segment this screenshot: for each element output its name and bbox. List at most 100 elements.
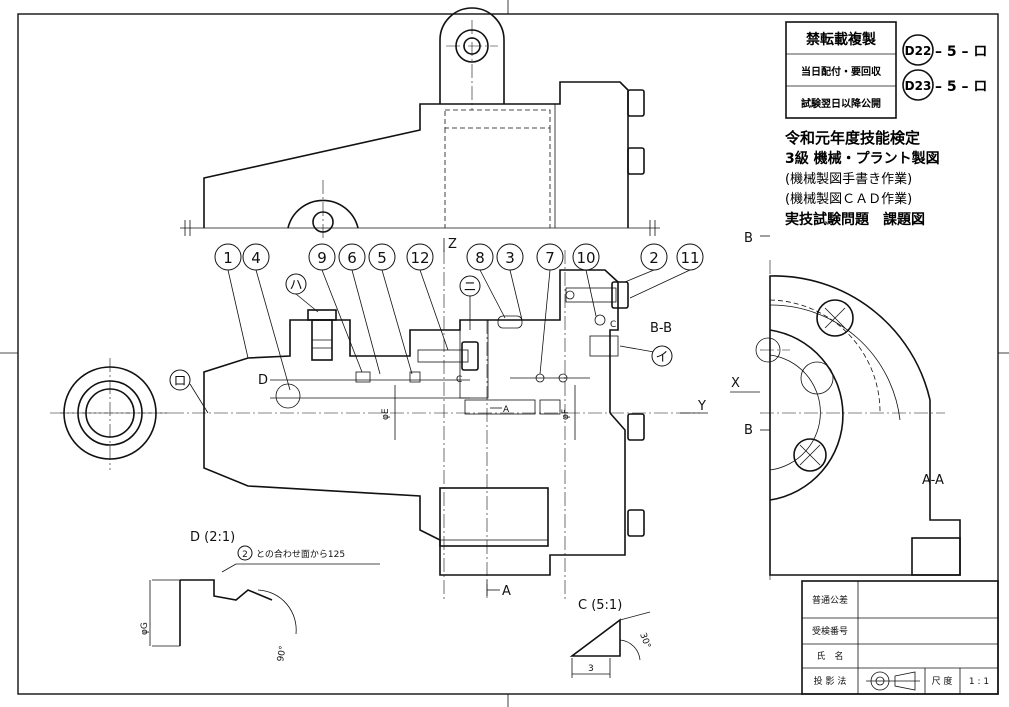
- marker-i: イ: [651, 345, 673, 367]
- balloon-10: 10: [572, 243, 600, 271]
- svg-text:7: 7: [545, 249, 555, 267]
- balloon-4: 4: [242, 243, 270, 271]
- bolt-top: [627, 89, 645, 117]
- label-y: Y: [697, 399, 706, 414]
- label-bb-section: B-B: [650, 321, 672, 336]
- svg-text:ロ: ロ: [173, 374, 186, 389]
- detail-d-title: D (2:1): [190, 530, 235, 545]
- detail-d-phi-g: φG: [140, 622, 150, 635]
- detail-c-angle: 30°: [637, 632, 652, 650]
- tb-row-1-label: 普通公差: [812, 594, 848, 606]
- dim-phi-f: φF: [561, 409, 571, 420]
- label-c-mark-2: C: [610, 320, 616, 330]
- balloon-6: 6: [338, 243, 366, 271]
- label-bb-bottom: B: [744, 423, 753, 438]
- detail-c-dim: 3: [588, 664, 594, 674]
- code-d22-circle: D22: [905, 44, 932, 58]
- tb-row-2-label: 受検番号: [812, 625, 848, 637]
- svg-text:ハ: ハ: [289, 278, 302, 293]
- title-block: 普通公差 受検番号 氏 名 投 影 法 尺 度 1 : 1: [801, 580, 999, 695]
- svg-text:10: 10: [576, 249, 595, 267]
- label-z: Z: [448, 237, 457, 252]
- code-d23-suffix: – 5 – ロ: [935, 79, 987, 95]
- label-x: X: [731, 376, 740, 391]
- detail-d-note: との合わせ面から125: [256, 548, 345, 560]
- balloon-8: 8: [466, 243, 494, 271]
- svg-text:5: 5: [377, 249, 387, 267]
- detail-c-title: C (5:1): [578, 598, 622, 613]
- knob-cap: [307, 309, 337, 321]
- lower-block: [439, 487, 549, 547]
- stamp-row-2: 当日配付・要回収: [801, 65, 882, 78]
- balloon-5: 5: [368, 243, 396, 271]
- detail-c: C (5:1) 30° 3: [569, 598, 652, 678]
- code-d23-circle: D23: [905, 79, 932, 93]
- top-ear: [439, 7, 505, 104]
- section-aa-foot: [911, 537, 961, 576]
- leader-lines: [189, 269, 691, 414]
- label-d-mark: D: [258, 373, 268, 388]
- svg-text:1: 1: [223, 249, 233, 267]
- svg-text:2: 2: [649, 249, 659, 267]
- title-line-4: (機械製図ＣＡＤ作業): [785, 191, 912, 207]
- stamp-box: 禁転載複製 当日配付・要回収 試験翌日以降公開: [785, 21, 897, 119]
- bolt-lower: [627, 413, 645, 441]
- section-aa-bolt-hole-bottom: [793, 438, 827, 472]
- balloon-9: 9: [308, 243, 336, 271]
- svg-text:イ: イ: [655, 350, 668, 365]
- svg-text:6: 6: [347, 249, 357, 267]
- detail-d-note-circle: [237, 545, 253, 561]
- balloon-1: 1: [214, 243, 242, 271]
- section-aa-view: B B X A-A: [730, 231, 961, 580]
- marker-ha: ハ: [285, 273, 307, 295]
- marker-ni: ニ: [459, 275, 481, 297]
- code-d22: D22 – 5 – ロ: [902, 34, 987, 66]
- shaft-section-upper: [203, 269, 619, 413]
- balloon-11: 11: [676, 243, 704, 271]
- marker-ro: ロ: [169, 369, 191, 391]
- label-a-top: A: [503, 405, 510, 415]
- svg-text:8: 8: [475, 249, 485, 267]
- section-aa-hole-mid: [800, 361, 834, 395]
- title-line-2: 3級 機械・プラント製図: [785, 150, 940, 167]
- svg-text:12: 12: [410, 249, 429, 267]
- exam-title: 令和元年度技能検定 3級 機械・プラント製図 (機械製図手書き作業) (機械製図…: [785, 129, 940, 228]
- svg-text:9: 9: [317, 249, 327, 267]
- key-slot: [497, 315, 523, 329]
- stamp-row-3: 試験翌日以降公開: [801, 97, 881, 110]
- svg-text:11: 11: [680, 249, 699, 267]
- dim-phi-e: φE: [381, 408, 391, 420]
- detail-d: D (2:1) 2 との合わせ面から125 φG 90°: [140, 530, 380, 663]
- code-d23: D23 – 5 – ロ: [902, 69, 987, 101]
- title-line-3: (機械製図手書き作業): [785, 171, 912, 187]
- upper-bracket: [203, 81, 629, 228]
- svg-text:3: 3: [505, 249, 515, 267]
- tb-scale-label: 尺 度: [932, 675, 953, 687]
- balloon-3: 3: [496, 243, 524, 271]
- svg-text:2: 2: [242, 550, 248, 560]
- shaft-section-lower: [203, 412, 626, 576]
- balloon-12: 12: [406, 243, 434, 271]
- balloon-2: 2: [640, 243, 668, 271]
- label-c-mark-1: C: [456, 375, 462, 385]
- label-a-bottom: A: [502, 584, 511, 599]
- bolt-mid: [627, 147, 645, 175]
- bolt-bottom: [627, 509, 645, 537]
- svg-text:4: 4: [251, 249, 261, 267]
- view-labels: Z Y D C C B-B A A: [258, 237, 708, 599]
- tb-projection-label: 投 影 法: [814, 675, 847, 687]
- tb-row-3-label: 氏 名: [816, 650, 843, 662]
- title-line-1: 令和元年度技能検定: [785, 129, 920, 147]
- title-line-5: 実技試験問題 課題図: [785, 211, 925, 228]
- detail-d-angle: 90°: [276, 645, 289, 662]
- code-d22-suffix: – 5 – ロ: [935, 44, 987, 60]
- label-bb-top: B: [744, 231, 753, 246]
- tb-scale-value: 1 : 1: [969, 677, 989, 687]
- flange-inner: [459, 319, 489, 399]
- section-aa-body: [769, 275, 961, 576]
- balloon-7: 7: [536, 243, 564, 271]
- balloons: 1 4 9 6 5 12 8 3 7 10 2 11 ハ ロ ニ イ: [169, 243, 704, 391]
- label-aa-section: A-A: [922, 473, 944, 488]
- third-angle-projection-icon: [866, 671, 920, 691]
